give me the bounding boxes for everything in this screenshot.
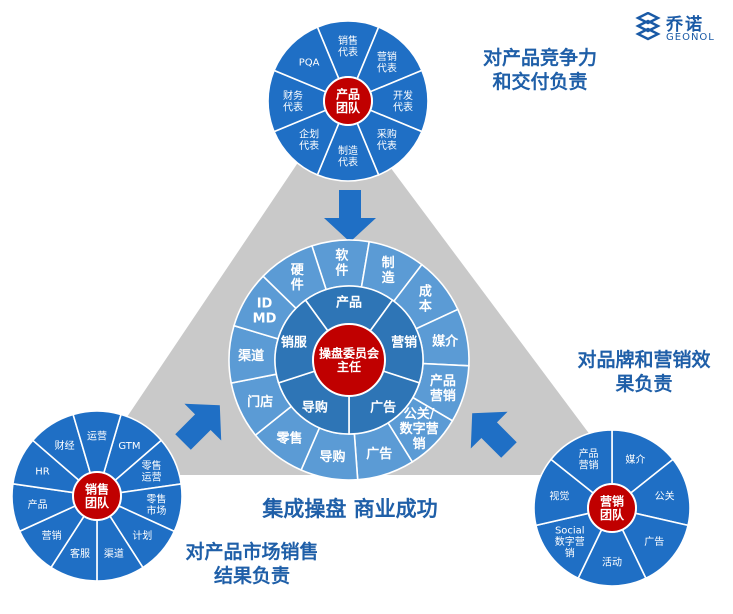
sales-team-label: 产品: [28, 498, 48, 511]
logo-cn-text: 乔诺: [666, 15, 704, 35]
sales-team-label: 零售: [146, 492, 166, 505]
sales-team-core-label: 团队: [85, 495, 110, 510]
center-outer-label: 门店: [247, 394, 273, 410]
center-outer-label: 数字营: [400, 421, 439, 437]
caption-market: 对产品市场销售 结果负责: [185, 541, 319, 587]
sales-team-label: 财经: [55, 439, 75, 452]
center-outer-label: 硬: [291, 263, 305, 278]
product-team-wheel: 销售代表营销代表开发代表采购代表制造代表企划代表财务代表PQA产品团队: [267, 20, 429, 182]
sales-team-label: 运营: [142, 470, 162, 483]
marketing-team-core: [587, 483, 637, 533]
product-team-label: 采购: [377, 128, 397, 141]
center-outer-label: 渠道: [237, 348, 264, 364]
center-outer-label: 制: [382, 255, 395, 271]
marketing-team-label: 活动: [602, 557, 622, 569]
marketing-team-label: Social: [555, 526, 585, 537]
marketing-team-label: 产品: [579, 447, 599, 460]
logo-mark-icon: [635, 12, 661, 41]
product-team-label: 代表: [299, 139, 319, 152]
center-outer-label: 销: [413, 436, 426, 452]
flow-arrow-shape: [470, 411, 517, 458]
marketing-team-label: 营销: [579, 459, 599, 472]
sales-team-label: 运营: [87, 430, 107, 443]
product-team-label: 企划: [299, 128, 319, 141]
center-inner-label: 营销: [391, 335, 417, 351]
logo-en-text: GEONOL: [666, 32, 715, 43]
center-outer-label: 媒介: [432, 334, 459, 350]
center-core: [312, 323, 386, 397]
center-outer-label: MD: [253, 311, 277, 326]
product-team-label: 制造: [338, 144, 358, 157]
sales-team-label: 市场: [146, 504, 166, 517]
arrows: [175, 190, 517, 458]
caption-product: 对产品竞争力 和交付负责: [482, 47, 597, 93]
product-team-label: 代表: [393, 100, 413, 113]
product-team-label: 开发: [393, 89, 413, 102]
marketing-team-label: 公关: [655, 489, 675, 502]
flow-arrow-icon: [324, 190, 376, 242]
caption-slogan: 集成操盘 商业成功: [262, 497, 438, 521]
flow-arrow-shape: [175, 403, 222, 450]
marketing-team-label: 销: [565, 547, 575, 560]
sales-team-label: 客服: [70, 547, 90, 560]
center-inner-label: 导购: [302, 399, 328, 415]
center-outer-label: 营销: [430, 388, 456, 404]
sales-team-label: 渠道: [104, 547, 124, 560]
sales-team-label: HR: [35, 467, 50, 478]
product-team-core-label: 产品: [336, 86, 360, 101]
brand-logo: 乔诺 GEONOL: [634, 10, 724, 50]
product-team-label: 代表: [283, 100, 303, 113]
product-team-label: 营销: [377, 50, 397, 63]
center-outer-label: 产品: [430, 373, 456, 389]
product-team-label: 代表: [377, 139, 397, 152]
product-team-label: 财务: [283, 89, 303, 102]
product-team-label: PQA: [299, 58, 320, 69]
flow-arrow-icon: [175, 403, 222, 450]
center-inner-label: 广告: [370, 399, 396, 415]
product-team-core-label: 团队: [336, 100, 361, 115]
center-core-label: 操盘委员会: [319, 345, 380, 360]
flow-arrow-icon: [470, 411, 517, 458]
marketing-team-core-label: 团队: [600, 507, 625, 522]
product-team-label: 销售: [338, 34, 358, 47]
center-outer-label: 件: [335, 262, 348, 278]
product-team-core: [323, 76, 373, 126]
center-outer-label: 公关/: [404, 406, 435, 422]
center-outer-label: 导购: [319, 449, 345, 465]
flow-arrow-shape: [324, 190, 376, 242]
product-team-label: 代表: [338, 45, 358, 58]
center-outer-label: 造: [382, 270, 396, 286]
caption-brand: 对品牌和营销效 果负责: [577, 349, 711, 395]
marketing-team-label: 媒介: [625, 454, 645, 466]
center-wheel: 软件制造成本媒介产品营销公关/数字营销广告导购零售门店渠道IDMD硬件产品营销广…: [228, 239, 470, 481]
center-inner-label: 产品: [336, 295, 362, 311]
sales-team-label: 零售: [142, 459, 162, 472]
center-outer-label: 广告: [366, 446, 392, 462]
center-core-label: 主任: [337, 359, 361, 374]
sales-team-label: GTM: [118, 441, 140, 452]
product-team-label: 代表: [338, 155, 358, 168]
sales-team-core: [72, 471, 122, 521]
center-outer-label: 软: [335, 247, 348, 263]
marketing-team-label: 数字营: [555, 535, 585, 548]
sales-team-label: 营销: [42, 529, 62, 542]
center-outer-label: 成: [419, 284, 432, 300]
center-inner-label: 销服: [281, 335, 308, 351]
marketing-team-label: 视觉: [549, 489, 569, 502]
marketing-team-label: 广告: [644, 535, 664, 548]
center-outer-label: 本: [419, 299, 432, 315]
center-outer-label: 零售: [275, 430, 302, 446]
marketing-team-core-label: 营销: [600, 493, 624, 508]
sales-team-label: 计划: [132, 529, 152, 542]
center-outer-label: ID: [257, 296, 273, 311]
center-outer-label: 件: [291, 277, 304, 293]
sales-team-core-label: 销售: [85, 481, 109, 496]
product-team-label: 代表: [377, 61, 397, 74]
